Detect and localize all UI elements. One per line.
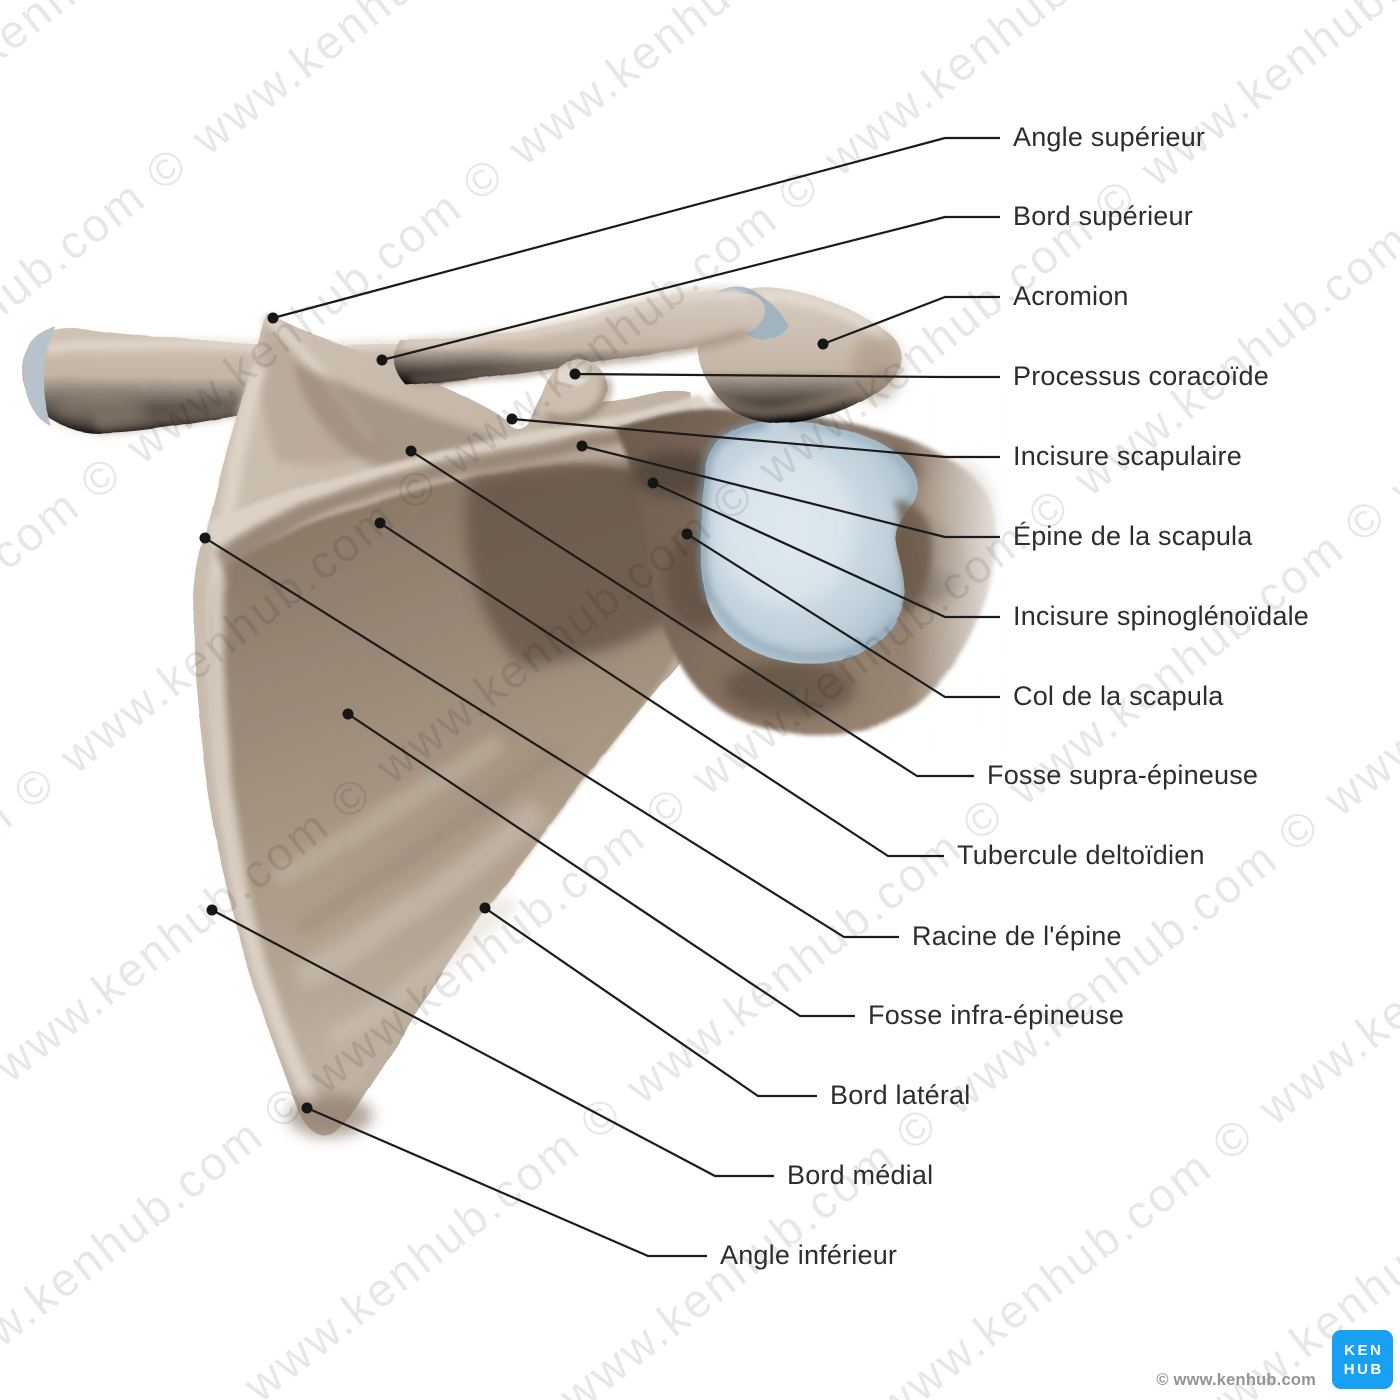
leader-line-bord-medial — [211, 909, 774, 1178]
medial-border-highlight — [207, 362, 323, 1111]
leader-dot-bord-medial — [206, 904, 218, 916]
leader-dot-racine-de-l-epine — [199, 532, 211, 544]
leader-line-bord-lateral — [484, 907, 817, 1098]
leader-dot-col-de-la-scapula — [681, 528, 693, 540]
clavicle-cartilage — [23, 327, 57, 427]
leader-line-racine-de-l-epine — [204, 537, 899, 939]
leader-dot-tubercule-deltoidien — [374, 517, 386, 529]
spine-highlight-band — [206, 394, 712, 550]
leader-line-acromion — [822, 295, 1000, 346]
coracoid-shadow — [544, 376, 610, 423]
leader-dot-processus-coracoide — [569, 368, 581, 380]
clavicle-knob-shade — [52, 392, 148, 428]
leader-line-col-de-la-scapula — [686, 533, 1000, 699]
head-notch-tissue — [893, 500, 933, 618]
body-streak — [293, 800, 549, 992]
scapula-illustration — [21, 286, 1030, 1138]
copyright-text: © www.kenhub.com — [1156, 1371, 1316, 1389]
clavicle-lateral-end — [394, 292, 765, 386]
leader-line-incisure-scapulaire — [511, 417, 1000, 459]
leader-line-angle-superieur — [272, 136, 1000, 320]
leader-dot-angle-superieur — [267, 312, 279, 324]
leader-line-epine-de-la-scapula — [581, 444, 1000, 539]
leader-line-processus-coracoide — [574, 372, 1000, 379]
leader-dot-bord-superieur — [376, 354, 388, 366]
body-streak — [326, 894, 516, 1047]
leader-dot-epine-de-la-scapula — [576, 440, 588, 452]
leader-line-tubercule-deltoidien — [379, 522, 944, 858]
humeral-head-rim-left — [697, 419, 767, 602]
leader-dot-acromion — [817, 338, 829, 350]
leader-line-incisure-spinoglenoidale — [652, 482, 1000, 619]
body-streak — [270, 731, 506, 889]
watermark-text: www.kenhub.com © — [1130, 0, 1400, 197]
leader-dot-bord-lateral — [479, 902, 491, 914]
leader-line-angle-inferieur — [306, 1106, 707, 1258]
leader-dot-fosse-infra-epineuse — [342, 708, 354, 720]
humeral-head-rim-bottom — [708, 594, 900, 661]
leader-dot-incisure-spinoglenoidale — [647, 477, 659, 489]
leader-dot-incisure-scapulaire — [506, 413, 518, 425]
leader-dot-angle-inferieur — [301, 1102, 313, 1114]
watermark-text: www.kenhub.com © — [0, 1383, 250, 1400]
body-streak-dark — [297, 745, 563, 935]
acromion-tip-shade — [850, 334, 902, 402]
kenhub-logo-line2: HUB — [1343, 1360, 1384, 1378]
humeral-head-rim-top — [789, 420, 917, 503]
kenhub-logo-line1: KEN — [1344, 1341, 1384, 1359]
leader-line-fosse-infra-epineuse — [347, 713, 855, 1018]
leader-lines-layer — [199, 136, 1000, 1258]
kenhub-logo: KEN HUB — [1332, 1330, 1393, 1389]
leader-line-fosse-supra-epineuse — [410, 450, 974, 778]
leader-line-bord-superieur — [381, 215, 1000, 362]
leader-dot-fosse-supra-epineuse — [405, 445, 417, 457]
supraspinous-fossa-shade — [292, 362, 500, 466]
